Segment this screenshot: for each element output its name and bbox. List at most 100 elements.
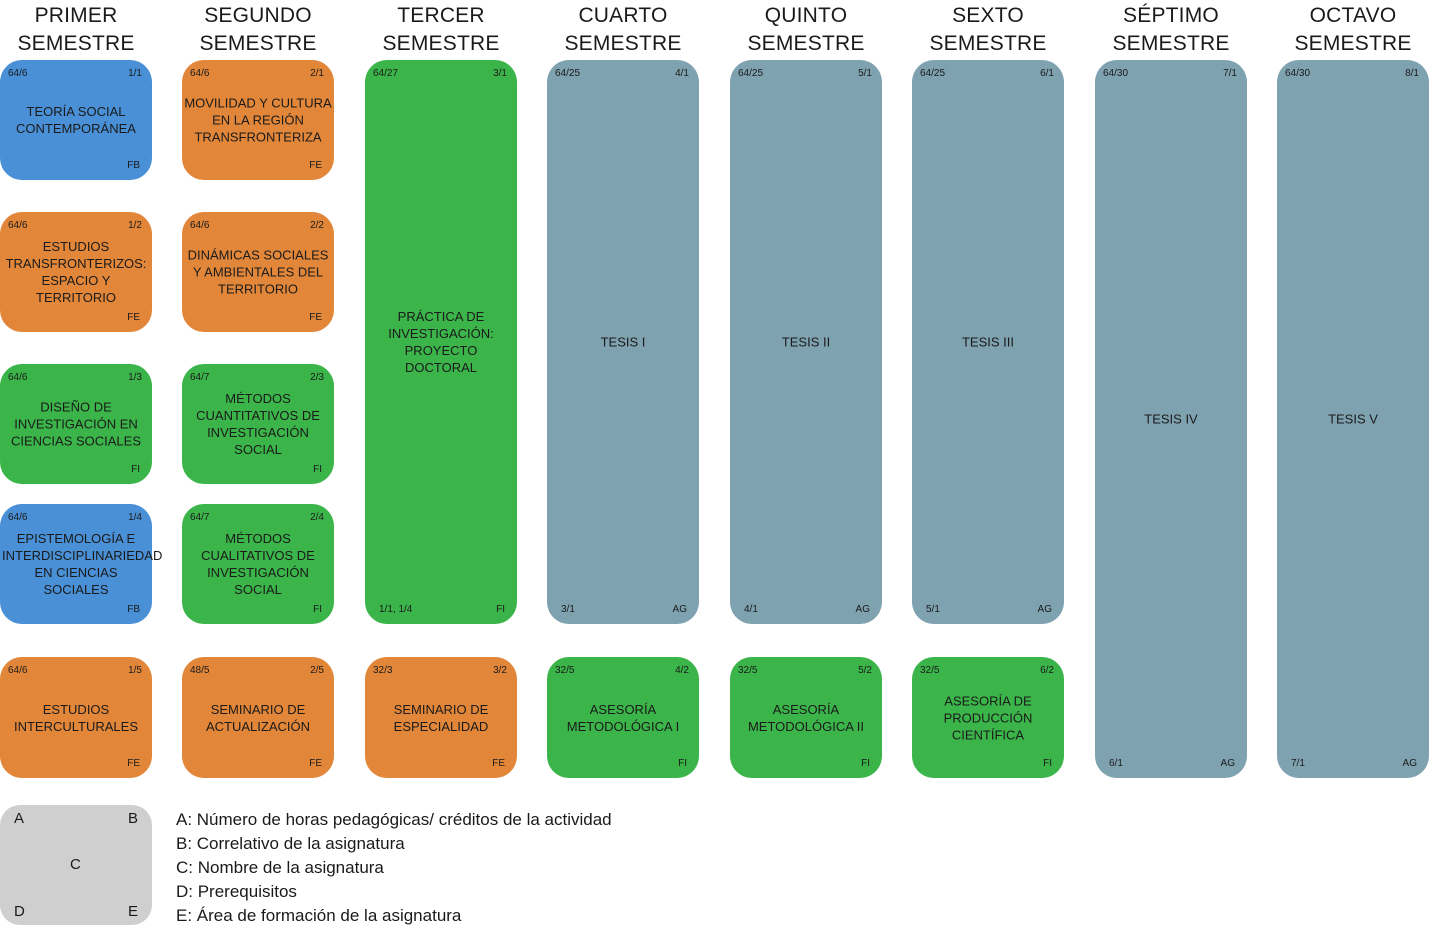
course-area: AG (1037, 604, 1052, 615)
course-hours: 64/25 (738, 68, 764, 79)
course-area: FE (309, 312, 322, 323)
course-name: ASESORÍA METODOLÓGICA II (747, 701, 865, 734)
semester-header: PRIMER SEMESTRE (0, 2, 152, 58)
course-code: 1/1 (128, 68, 142, 79)
course-area: FI (1043, 758, 1052, 769)
course-hours: 48/5 (190, 665, 210, 676)
course-hours: 64/30 (1285, 68, 1311, 79)
course-name: ASESORÍA DE PRODUCCIÓN CIENTÍFICA (943, 693, 1033, 742)
course-area: FI (313, 604, 322, 615)
course-area: FE (127, 758, 140, 769)
course-name: DISEÑO DE INVESTIGACIÓN EN CIENCIAS SOCI… (10, 399, 142, 449)
course-hours: 64/6 (8, 512, 28, 523)
course-code: 1/5 (128, 665, 142, 676)
course-hours: 64/27 (373, 68, 399, 79)
legend-corner-b: B (127, 810, 138, 827)
course-code: 1/2 (128, 220, 142, 231)
course-name: TESIS I (600, 334, 646, 350)
legend-line-b: B: Correlativo de la asignatura (176, 834, 405, 853)
course-name: ASESORÍA METODOLÓGICA I (566, 701, 680, 734)
course-prerequisites: 1/1, 1/4 (379, 604, 413, 615)
course-area: FB (127, 604, 140, 615)
semester-header-line1: CUARTO (578, 4, 668, 27)
course-code: 6/2 (1040, 665, 1054, 676)
semester-header-line1: SÉPTIMO (1123, 4, 1219, 27)
course-area: FE (127, 312, 140, 323)
course-code: 4/2 (675, 665, 689, 676)
semester-header-line2: SEMESTRE (17, 32, 135, 55)
course-name: TESIS V (1328, 411, 1378, 427)
semester-header: SÉPTIMO SEMESTRE (1095, 2, 1247, 58)
course-code: 1/4 (128, 512, 142, 523)
semester-header-line1: SEGUNDO (204, 4, 312, 27)
semester-header-line1: SEXTO (952, 4, 1024, 27)
course-prerequisites: 4/1 (744, 604, 758, 615)
course-hours: 64/6 (8, 68, 28, 79)
course-area: AG (855, 604, 870, 615)
course-code: 3/1 (493, 68, 507, 79)
course-code: 1/3 (128, 372, 142, 383)
course-code: 2/2 (310, 220, 324, 231)
semester-header-line2: SEMESTRE (564, 32, 682, 55)
course-name: TESIS IV (1144, 411, 1198, 427)
legend-corner-d: D (14, 903, 25, 920)
course-hours: 64/6 (190, 220, 210, 231)
course-hours: 64/7 (190, 512, 210, 523)
course-area: FE (492, 758, 505, 769)
course-hours: 32/5 (555, 665, 575, 676)
semester-header-line1: OCTAVO (1309, 4, 1397, 27)
course-area: AG (1402, 758, 1417, 769)
legend-corner-a: A (14, 810, 25, 827)
course-name: TESIS II (781, 334, 831, 350)
semester-header-line1: PRIMER (34, 4, 118, 27)
course-name: MÉTODOS CUANTITATIVOS DE INVESTIGACIÓN S… (196, 391, 320, 457)
course-area: FI (313, 464, 322, 475)
course-name: EPISTEMOLOGÍA E INTERDISCIPLINARIEDAD EN… (2, 531, 163, 597)
course-area: FI (496, 604, 505, 615)
semester-header-line2: SEMESTRE (199, 32, 317, 55)
semester-header: CUARTO SEMESTRE (547, 2, 699, 58)
course-name: ESTUDIOS TRANSFRONTERIZOS: ESPACIO Y TER… (5, 239, 147, 305)
semester-header-line1: TERCER (397, 4, 485, 27)
course-name: SEMINARIO DE ESPECIALIDAD (393, 701, 489, 734)
course-hours: 32/5 (920, 665, 940, 676)
course-code: 4/1 (675, 68, 689, 79)
course-hours: 64/6 (190, 68, 210, 79)
course-area: FI (131, 464, 140, 475)
course-code: 7/1 (1223, 68, 1237, 79)
course-name: MOVILIDAD Y CULTURA EN LA REGIÓN TRANSFR… (184, 95, 332, 145)
course-hours: 64/7 (190, 372, 210, 383)
course-area: FE (309, 160, 322, 171)
semester-header-line2: SEMESTRE (1112, 32, 1230, 55)
course-area: AG (1220, 758, 1235, 769)
course-name: PRÁCTICA DE INVESTIGACIÓN: PROYECTO DOCT… (388, 309, 494, 375)
legend-line-c: C: Nombre de la asignatura (176, 858, 384, 877)
course-name: TEORÍA SOCIAL CONTEMPORÁNEA (16, 104, 136, 136)
semester-header-line1: QUINTO (764, 4, 848, 27)
course-name: MÉTODOS CUALITATIVOS DE INVESTIGACIÓN SO… (201, 531, 315, 597)
course-code: 5/2 (858, 665, 872, 676)
legend-corner-c: C (70, 856, 81, 873)
course-code: 2/3 (310, 372, 324, 383)
course-hours: 64/30 (1103, 68, 1129, 79)
course-prerequisites: 5/1 (926, 604, 940, 615)
course-name: DINÁMICAS SOCIALES Y AMBIENTALES DEL TER… (187, 247, 329, 297)
semester-header-line2: SEMESTRE (747, 32, 865, 55)
legend-key-card: A B C D E (0, 805, 152, 925)
legend-corner-e: E (127, 903, 138, 920)
